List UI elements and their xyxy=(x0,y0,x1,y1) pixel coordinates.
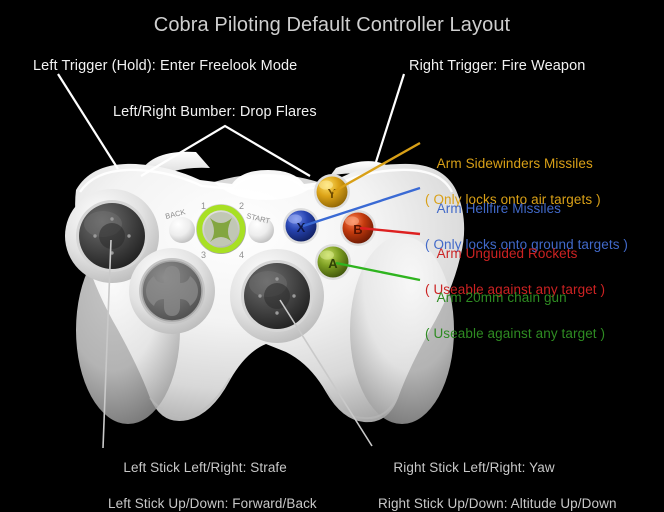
label-chain-gun: Arm 20mm chain gun ( Useable against any… xyxy=(422,271,605,379)
start-button[interactable]: START xyxy=(246,211,274,243)
face-button-x[interactable]: X xyxy=(283,208,319,244)
label-hellfire: Arm Hellfire Missiles ( Only locks onto … xyxy=(422,182,628,290)
face-button-a[interactable]: A xyxy=(315,244,351,280)
label-sidewinders: Arm Sidewinders Missiles ( Only locks on… xyxy=(422,137,601,245)
leader-sidewinders xyxy=(332,141,421,194)
label-left-stick: Left Stick Left/Right: Strafe Left Stick… xyxy=(108,441,317,512)
face-button-y[interactable]: Y xyxy=(314,174,350,210)
leader-right-trigger xyxy=(374,73,406,163)
left-analog-stick[interactable] xyxy=(65,189,159,283)
face-button-b[interactable]: B xyxy=(340,210,376,246)
label-hellfire-name: Arm Hellfire Missiles xyxy=(436,200,562,216)
face-button-b-label: B xyxy=(353,222,362,237)
label-unguided-rockets-name: Arm Unguided Rockets xyxy=(436,245,578,261)
label-sidewinders-note: ( Only locks onto air targets ) xyxy=(425,191,601,207)
face-button-a-label: A xyxy=(328,256,338,271)
right-analog-stick[interactable] xyxy=(230,249,324,343)
back-button[interactable]: BACK xyxy=(164,207,195,243)
label-hellfire-note: ( Only locks onto ground targets ) xyxy=(425,236,628,252)
leader-unguided-rockets xyxy=(359,226,421,236)
guide-button[interactable]: 1 2 3 4 xyxy=(196,201,246,260)
leader-hellfire xyxy=(302,186,421,228)
guide-quadrant-4: 4 xyxy=(239,250,244,260)
label-sidewinders-name: Arm Sidewinders Missiles xyxy=(436,155,593,171)
face-button-x-label: X xyxy=(297,220,306,235)
label-left-trigger: Left Trigger (Hold): Enter Freelook Mode xyxy=(33,58,298,74)
guide-quadrant-1: 1 xyxy=(201,201,206,211)
label-chain-gun-name: Arm 20mm chain gun xyxy=(436,289,567,305)
label-right-stick: Right Stick Left/Right: Yaw Right Stick … xyxy=(378,441,617,512)
leader-right-stick xyxy=(279,299,373,447)
dpad[interactable] xyxy=(129,248,215,334)
label-unguided-rockets-note: ( Useable against any target ) xyxy=(425,281,606,297)
label-unguided-rockets: Arm Unguided Rockets ( Useable against a… xyxy=(422,227,605,335)
label-chain-gun-note: ( Useable against any target ) xyxy=(425,325,606,341)
label-right-stick-line2: Right Stick Up/Down: Altitude Up/Down xyxy=(378,495,617,511)
leader-left-trigger xyxy=(57,73,119,170)
leader-chain-gun xyxy=(335,261,421,282)
face-button-y-label: Y xyxy=(328,186,337,201)
label-right-stick-line1: Right Stick Left/Right: Yaw xyxy=(393,459,555,475)
label-bumpers: Left/Right Bumber: Drop Flares xyxy=(113,104,317,120)
label-left-stick-line2: Left Stick Up/Down: Forward/Back xyxy=(108,495,317,511)
page-title: Cobra Piloting Default Controller Layout xyxy=(153,14,511,36)
label-right-trigger: Right Trigger: Fire Weapon xyxy=(409,58,586,74)
guide-quadrant-2: 2 xyxy=(239,201,244,211)
guide-quadrant-3: 3 xyxy=(201,250,206,260)
leader-left-stick xyxy=(102,239,112,449)
label-left-stick-line1: Left Stick Left/Right: Strafe xyxy=(123,459,287,475)
leader-bumpers xyxy=(140,124,311,177)
